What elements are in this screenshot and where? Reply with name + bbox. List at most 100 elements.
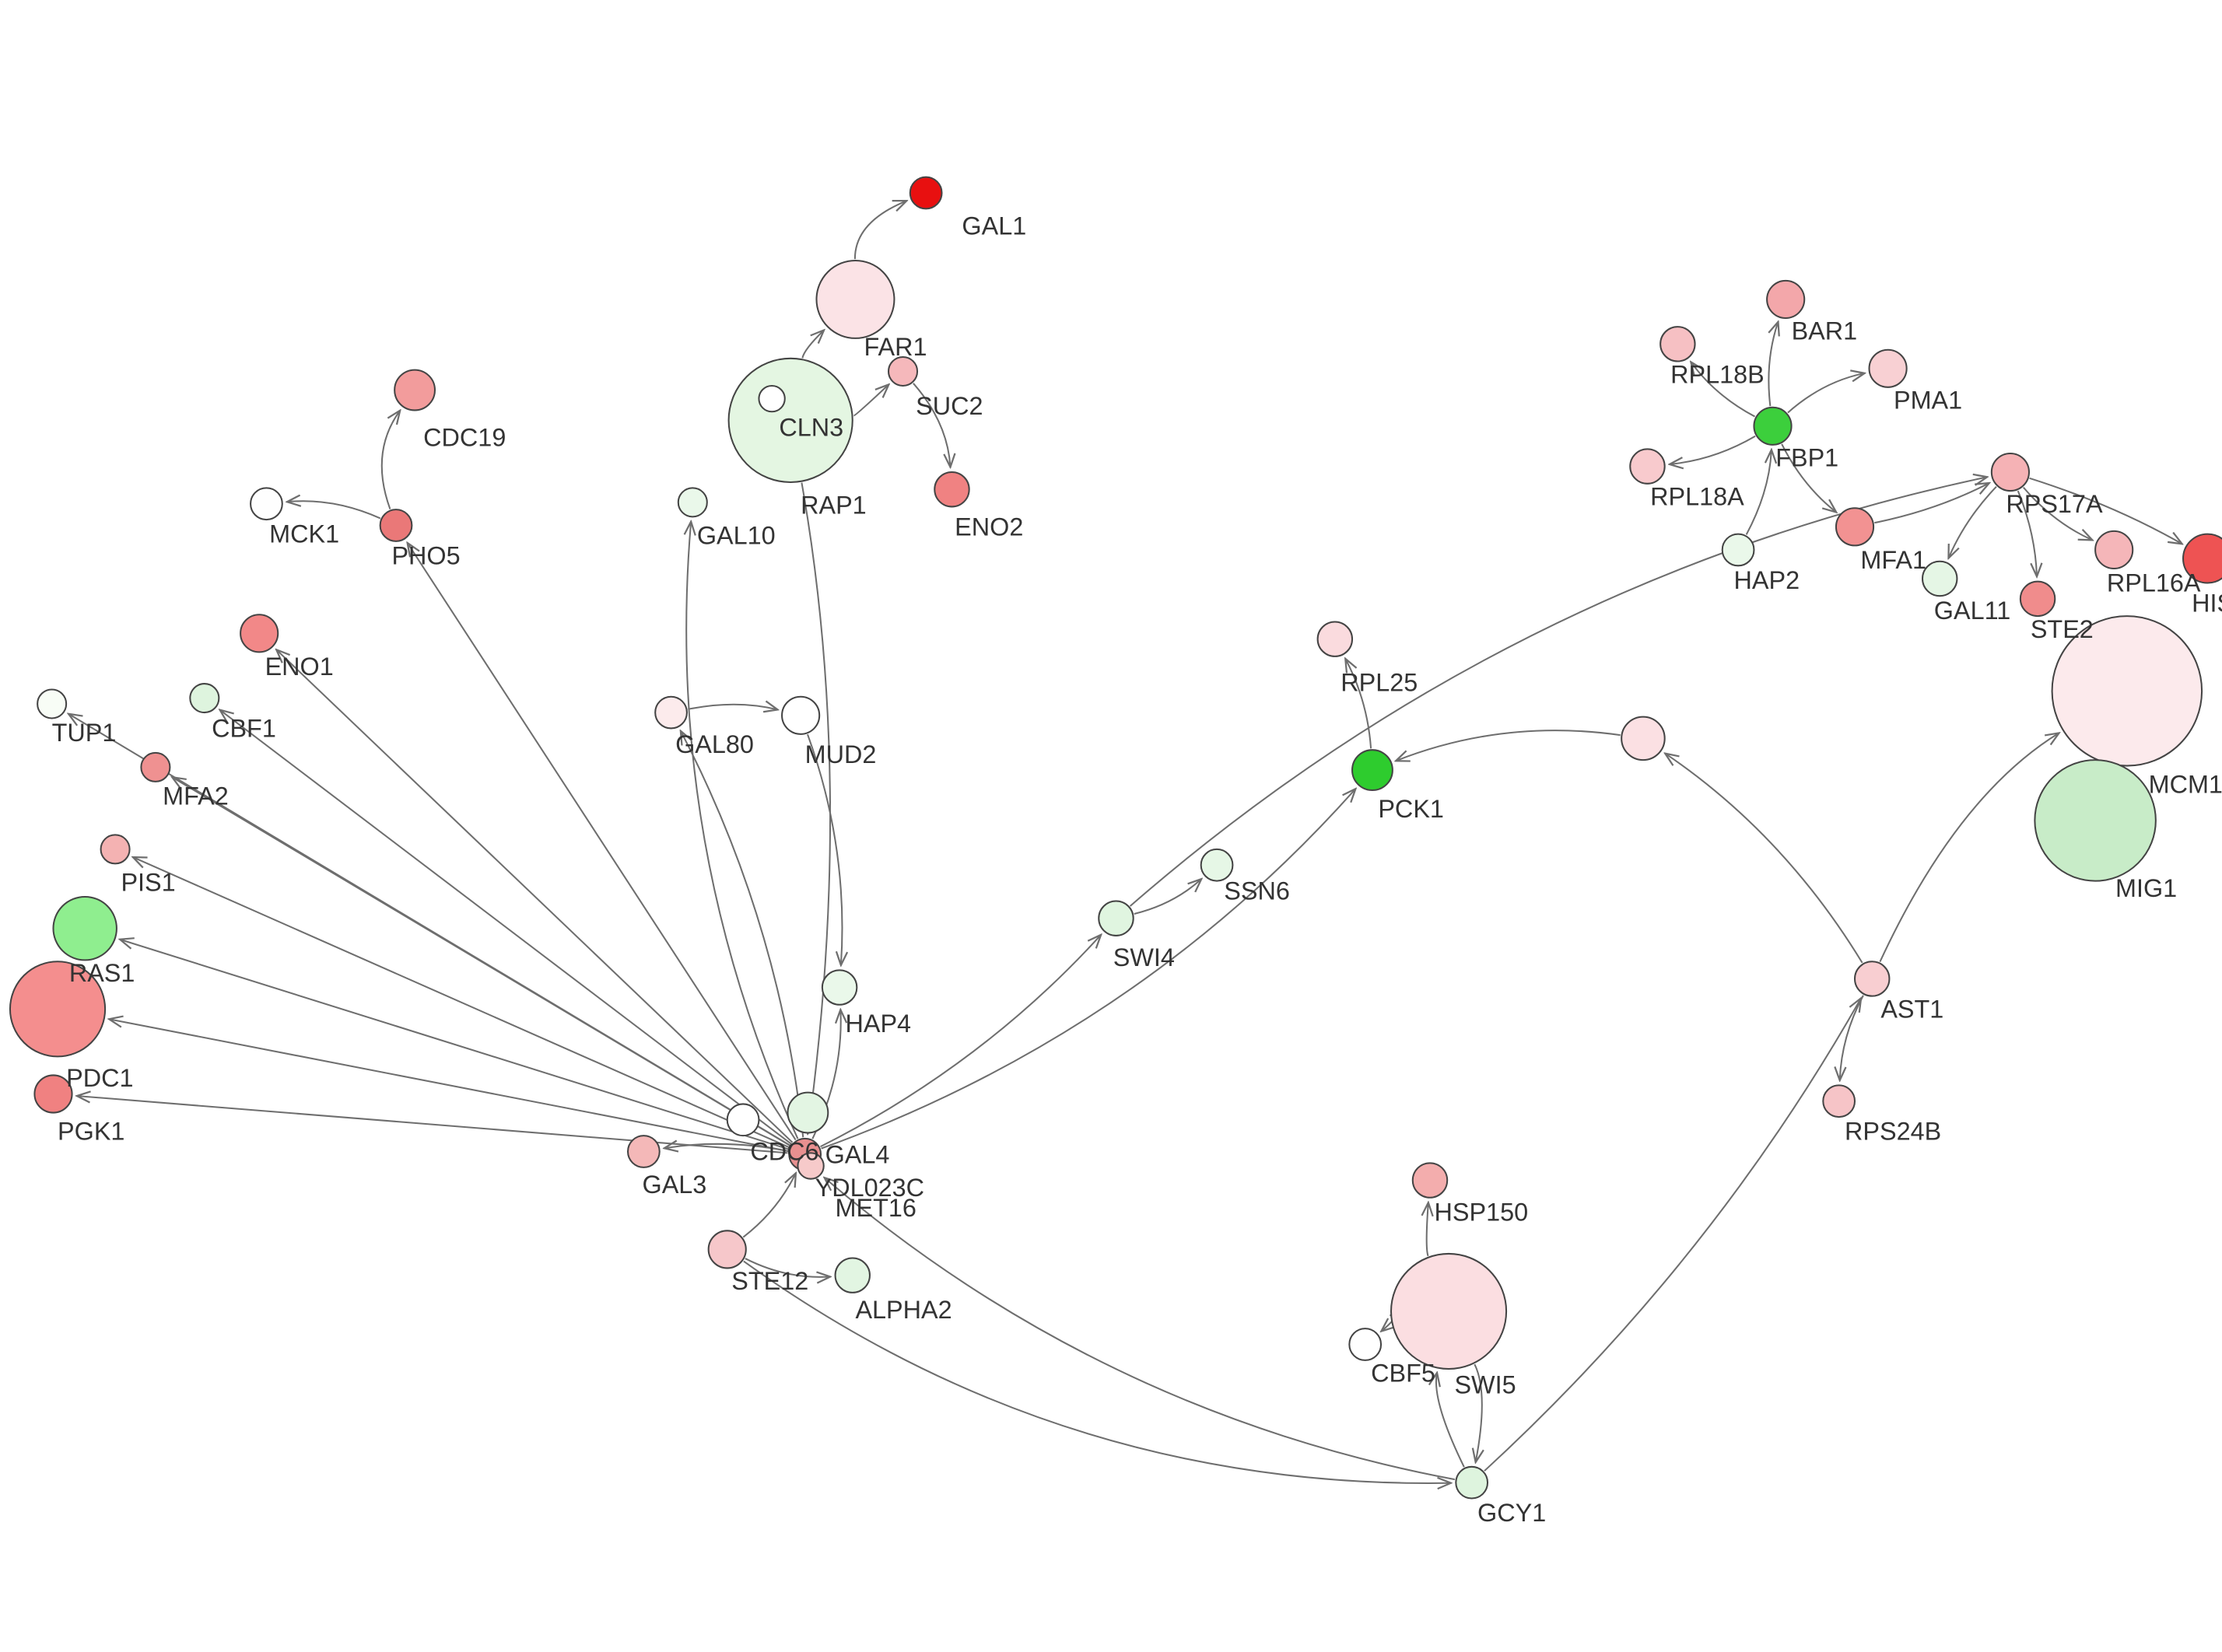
edge-FBP1-RPL18B[interactable] bbox=[1691, 362, 1756, 418]
node-SWI5[interactable] bbox=[1390, 1252, 1508, 1370]
node-YDL023C[interactable] bbox=[787, 1091, 829, 1134]
edge-GAL4-RAS1[interactable] bbox=[121, 940, 789, 1150]
edge-GCY1-MET16[interactable] bbox=[825, 1178, 1456, 1481]
node-RPL25[interactable] bbox=[1316, 621, 1354, 657]
edge-MUD2-HAP4[interactable] bbox=[807, 733, 842, 964]
node-MIG1[interactable] bbox=[2034, 759, 2157, 882]
node-MCM1[interactable] bbox=[2051, 615, 2203, 767]
node-TUP1[interactable] bbox=[37, 688, 68, 719]
edge-STE12-ALPHA2[interactable] bbox=[745, 1258, 829, 1277]
edge-RPS17A-STE2[interactable] bbox=[2017, 490, 2037, 576]
edge-FBP1-MFA1[interactable] bbox=[1781, 443, 1835, 512]
node-SUC2[interactable] bbox=[888, 355, 919, 387]
node-RAS1[interactable] bbox=[52, 895, 117, 961]
node-STE2[interactable] bbox=[2019, 580, 2056, 618]
node-RPL18A[interactable] bbox=[1629, 448, 1666, 485]
node-ALPHA2[interactable] bbox=[834, 1257, 871, 1293]
edge-RAP1-GAL4[interactable] bbox=[801, 482, 832, 1133]
edge-RAP1-FAR1[interactable] bbox=[801, 331, 823, 359]
node-RPL18B[interactable] bbox=[1659, 326, 1696, 362]
node-HAP2[interactable] bbox=[1721, 533, 1755, 567]
edge-HAP2-FBP1[interactable] bbox=[1745, 450, 1772, 535]
edge-FAR1-GAL1[interactable] bbox=[853, 201, 906, 260]
edge-FBP1-BAR1[interactable] bbox=[1768, 323, 1778, 407]
edge-SWI5-GCY1[interactable] bbox=[1474, 1363, 1481, 1461]
edge-PHO5-MCK1[interactable] bbox=[288, 501, 381, 520]
node-FBP1[interactable] bbox=[1753, 406, 1793, 446]
node-ENO2[interactable] bbox=[934, 471, 970, 508]
edge-MFA1-RPS17A[interactable] bbox=[1874, 483, 1989, 524]
edge-NODE_A-PCK1[interactable] bbox=[1397, 730, 1621, 761]
node-PHO5[interactable] bbox=[379, 509, 413, 542]
edge-STE12-GCY1[interactable] bbox=[743, 1260, 1450, 1483]
edge-RPS17A-HIS4[interactable] bbox=[2029, 477, 2182, 544]
node-ENO1[interactable] bbox=[240, 614, 279, 653]
node-FAR1[interactable] bbox=[815, 259, 895, 339]
edge-GAL4-PHO5[interactable] bbox=[408, 544, 797, 1141]
node-CBF5[interactable] bbox=[1348, 1328, 1383, 1361]
node-MFA2[interactable] bbox=[140, 751, 171, 782]
node-GAL3[interactable] bbox=[626, 1135, 661, 1168]
edge-SWI5-HSP150[interactable] bbox=[1427, 1203, 1428, 1257]
edge-GAL4-GAL10[interactable] bbox=[686, 523, 799, 1139]
edge-PHO5-CDC19[interactable] bbox=[380, 411, 400, 509]
edge-SWI4-SSN6[interactable] bbox=[1134, 880, 1201, 915]
node-MET16[interactable] bbox=[797, 1152, 825, 1180]
edge-SUC2-ENO2[interactable] bbox=[913, 383, 951, 467]
node-RPL16A[interactable] bbox=[2094, 530, 2134, 570]
edge-RPS17A-RPL16A[interactable] bbox=[2022, 486, 2092, 540]
node-RPS17A[interactable] bbox=[1990, 452, 2030, 492]
node-PMA1[interactable] bbox=[1868, 348, 1908, 388]
edge-PCK1-RPL25[interactable] bbox=[1346, 660, 1372, 749]
node-PGK1[interactable] bbox=[33, 1074, 73, 1114]
edge-GAL4-PDC1[interactable] bbox=[110, 1019, 789, 1152]
edge-GCY1-AST1[interactable] bbox=[1484, 999, 1861, 1472]
edge-RAP1-SUC2[interactable] bbox=[853, 385, 888, 417]
node-PIS1[interactable] bbox=[100, 834, 131, 865]
edge-GAL4-PGK1[interactable] bbox=[78, 1096, 788, 1154]
edge-GAL4-PCK1[interactable] bbox=[821, 789, 1355, 1150]
edge-STE12-GAL4[interactable] bbox=[742, 1174, 795, 1238]
node-CDC6[interactable] bbox=[726, 1103, 760, 1137]
node-MUD2[interactable] bbox=[781, 695, 821, 735]
node-GAL10[interactable] bbox=[677, 487, 708, 518]
node-PDC1[interactable] bbox=[9, 961, 107, 1058]
edge-GAL4-SWI4[interactable] bbox=[820, 936, 1100, 1148]
edge-AST1-MCM1[interactable] bbox=[1879, 733, 2058, 963]
edge-AST1-RPS24B[interactable] bbox=[1840, 995, 1864, 1080]
node-BAR1[interactable] bbox=[1766, 279, 1806, 320]
edge-GAL4-CBF1[interactable] bbox=[220, 710, 792, 1145]
node-HSP150[interactable] bbox=[1411, 1162, 1449, 1199]
edge-GCY1-SWI5[interactable] bbox=[1436, 1374, 1465, 1468]
node-MFA1[interactable] bbox=[1835, 507, 1875, 547]
edge-GAL4-PIS1[interactable] bbox=[134, 857, 790, 1149]
node-SWI4[interactable] bbox=[1098, 900, 1134, 936]
edge-RPS17A-GAL11[interactable] bbox=[1949, 486, 1997, 558]
node-HIS4[interactable] bbox=[2182, 533, 2222, 584]
edge-AST1-NODE_A[interactable] bbox=[1666, 754, 1863, 964]
node-NODE_A[interactable] bbox=[1621, 716, 1666, 761]
edge-GAL80-MUD2[interactable] bbox=[688, 705, 776, 709]
node-AST1[interactable] bbox=[1853, 961, 1891, 997]
edge-GAL4-ENO1[interactable] bbox=[277, 650, 794, 1143]
edge-FBP1-RPL18A[interactable] bbox=[1670, 435, 1756, 464]
node-CLN3[interactable] bbox=[758, 384, 786, 413]
node-HAP4[interactable] bbox=[821, 969, 858, 1006]
node-GCY1[interactable] bbox=[1455, 1465, 1489, 1500]
node-SSN6[interactable] bbox=[1200, 848, 1234, 882]
node-GAL1[interactable] bbox=[909, 176, 943, 210]
node-MCK1[interactable] bbox=[250, 487, 283, 521]
node-STE12[interactable] bbox=[707, 1230, 747, 1269]
node-GAL80[interactable] bbox=[654, 695, 688, 730]
node-CDC19[interactable] bbox=[394, 369, 436, 411]
node-PCK1[interactable] bbox=[1351, 749, 1393, 792]
edge-GAL4-GAL80[interactable] bbox=[681, 732, 804, 1138]
node-RPS24B[interactable] bbox=[1822, 1084, 1856, 1118]
node-CBF1[interactable] bbox=[189, 683, 220, 714]
node-RAP1[interactable] bbox=[727, 357, 853, 483]
edge-FBP1-PMA1[interactable] bbox=[1787, 373, 1864, 414]
node-GAL11[interactable] bbox=[1921, 560, 1958, 597]
edge-GAL4-GAL3[interactable] bbox=[665, 1144, 789, 1151]
